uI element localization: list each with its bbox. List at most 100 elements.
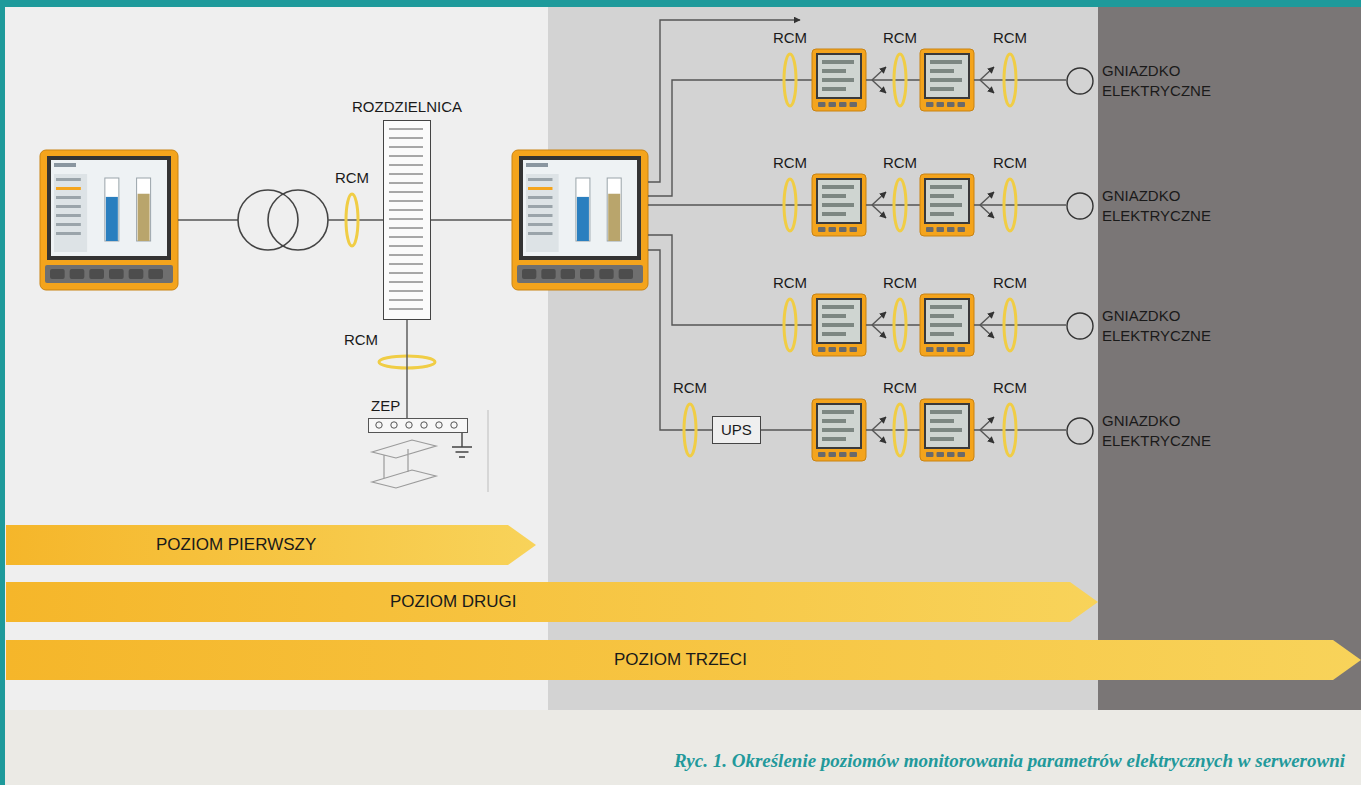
meter-button <box>818 452 826 457</box>
meter-menu-item <box>528 214 552 217</box>
meter-screen <box>926 55 968 97</box>
meter-menu-item <box>528 187 552 190</box>
branch-arrow <box>980 67 994 80</box>
meter-button <box>829 102 837 107</box>
socket-node: GNIAZDKO ELEKTRYCZNE <box>1066 306 1230 345</box>
wire <box>431 219 512 220</box>
power-meter-illustration <box>512 150 648 290</box>
socket-circle <box>1066 192 1094 220</box>
meter-segment-row <box>930 185 962 189</box>
meter-segment-row <box>930 203 962 207</box>
meter-screen <box>818 405 860 447</box>
meter-button-strip <box>45 265 173 283</box>
power-meter-illustration <box>920 49 974 111</box>
switchboard-rail <box>389 237 423 238</box>
branch-arrow <box>872 80 886 93</box>
sensor-label: RCM <box>773 275 807 290</box>
branch-arrow <box>980 430 994 443</box>
power-meter-illustration <box>920 174 974 236</box>
power-meter-illustration <box>812 174 866 236</box>
switchboard-box: ROZDZIELNICA <box>383 120 431 320</box>
meter-bezel <box>519 156 641 260</box>
switchboard-rail <box>389 192 423 193</box>
meter-button <box>947 227 955 232</box>
earthing-terminal <box>451 422 457 428</box>
power-meter-illustration <box>812 294 866 356</box>
current-sensor-ring <box>346 194 358 246</box>
switchboard-rail <box>389 309 423 310</box>
switchboard-rail <box>389 300 423 301</box>
meter-button <box>818 347 826 352</box>
meter-button <box>829 227 837 232</box>
frame-bar <box>0 0 1361 7</box>
meter-button <box>839 452 847 457</box>
branch-arrow <box>980 312 994 325</box>
meter-button <box>947 452 955 457</box>
meter-segment-row <box>930 60 962 64</box>
level-label: POZIOM DRUGI <box>390 591 517 613</box>
meter-bar <box>577 197 589 241</box>
meter-bar-frame <box>105 178 119 241</box>
frame-bar <box>0 0 5 785</box>
zone-panel <box>1098 7 1361 710</box>
meter-segment-row <box>930 69 954 73</box>
branch-arrow <box>872 192 886 205</box>
meter-screen <box>926 180 968 222</box>
meter-segment-row <box>822 410 854 414</box>
meter-button <box>947 102 955 107</box>
meter-segment-row <box>930 323 962 327</box>
wire <box>648 235 812 325</box>
branch-arrow <box>872 312 886 325</box>
meter-button-strip <box>517 265 643 283</box>
sensor-label: RCM <box>883 30 917 45</box>
meter-button <box>818 227 826 232</box>
socket-label: GNIAZDKO ELEKTRYCZNE <box>1102 306 1230 345</box>
meter-button <box>89 269 104 279</box>
meter-screen-title <box>526 163 548 167</box>
meter-menu-item <box>528 205 552 208</box>
meter-segment-row <box>822 60 854 64</box>
meter-segment-row <box>822 305 854 309</box>
meter-screen <box>523 160 637 256</box>
meter-screen <box>818 180 860 222</box>
meter-menu-item <box>528 178 552 181</box>
meter-button <box>937 347 945 352</box>
wire-connector <box>406 320 407 418</box>
branch-arrow <box>980 417 994 430</box>
wire <box>974 429 1066 430</box>
meter-segment-row <box>930 212 954 216</box>
socket-circle <box>1066 312 1094 340</box>
level-arrow: POZIOM PIERWSZY <box>6 525 536 565</box>
meter-housing <box>920 399 974 461</box>
socket-circle <box>1066 417 1094 445</box>
meter-bezel <box>816 178 862 224</box>
node-label: ZEP <box>371 396 400 416</box>
earthing-terminal <box>436 422 442 428</box>
sensor-label: RCM <box>773 30 807 45</box>
transformer-winding <box>268 190 328 250</box>
meter-menu-item <box>56 232 81 235</box>
socket-outline <box>1067 68 1093 94</box>
meter-segment-row <box>822 78 854 82</box>
meter-button <box>839 227 847 232</box>
switchboard-rail <box>389 210 423 211</box>
meter-button <box>926 347 934 352</box>
meter-button <box>829 452 837 457</box>
meter-menu-item <box>56 187 81 190</box>
meter-button <box>947 347 955 352</box>
meter-segment-row <box>930 410 962 414</box>
branch-arrow <box>980 192 994 205</box>
figure-caption: Ryc. 1. Określenie poziomów monitorowani… <box>674 750 1345 772</box>
branch-arrow <box>872 430 886 443</box>
meter-bezel <box>924 403 970 449</box>
meter-screen-title <box>54 163 76 167</box>
meter-menu <box>54 174 87 252</box>
meter-screen <box>926 405 968 447</box>
sensor-label: RCM <box>773 155 807 170</box>
meter-button <box>109 269 124 279</box>
meter-screen <box>818 55 860 97</box>
sensor-label: RCM <box>993 380 1027 395</box>
current-sensor-ring <box>894 404 906 456</box>
earthing-terminals <box>369 419 466 431</box>
meter-bezel <box>816 403 862 449</box>
